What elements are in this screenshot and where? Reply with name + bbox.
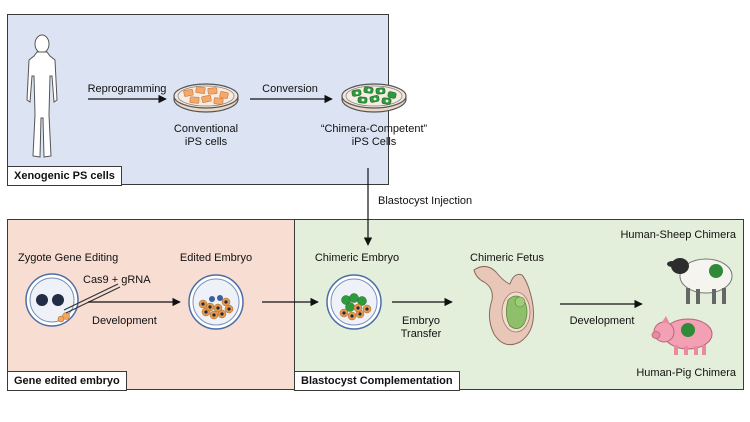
chimeric-fetus-label: Chimeric Fetus	[470, 252, 544, 264]
zygote-icon	[25, 273, 121, 327]
conventional-ips-label-line1: Conventional	[173, 123, 239, 135]
embryo-transfer-label-line1: Embryo	[402, 315, 440, 327]
sheep-icon	[667, 258, 733, 304]
petri-dish-icon	[173, 83, 239, 113]
reprogramming-label: Reprogramming	[87, 83, 167, 95]
xenogenic-panel-label: Xenogenic PS cells	[7, 166, 122, 186]
conversion-label: Conversion	[262, 83, 318, 95]
blastocyst-icon	[188, 274, 244, 330]
edited-embryo-label: Edited Embryo	[179, 252, 253, 264]
cas9-grna-label: Cas9 + gRNA	[83, 274, 151, 286]
petri-dish-icon	[341, 83, 407, 113]
human-silhouette-icon	[26, 34, 58, 158]
chimeric-embryo-label: Chimeric Embryo	[314, 252, 400, 264]
development-label-2: Development	[569, 315, 635, 327]
fetus-icon	[473, 266, 534, 346]
blastocyst-icon	[326, 274, 382, 330]
gene-edited-panel-label: Gene edited embryo	[7, 371, 127, 391]
blastocyst-injection-label: Blastocyst Injection	[378, 195, 473, 207]
zygote-gene-editing-label: Zygote Gene Editing	[18, 252, 119, 264]
pig-icon	[651, 316, 713, 355]
chimera-competent-label-line2: iPS Cells	[351, 136, 397, 148]
embryo-transfer-label-line2: Transfer	[400, 328, 442, 340]
human-pig-chimera-label: Human-Pig Chimera	[636, 367, 736, 379]
chimera-competent-label-line1: “Chimera-Competent”	[320, 123, 428, 135]
conventional-ips-label-line2: iPS cells	[184, 136, 228, 148]
complementation-panel-label: Blastocyst Complementation	[294, 371, 460, 391]
development-label-1: Development	[92, 315, 157, 327]
human-sheep-chimera-label: Human-Sheep Chimera	[620, 229, 736, 241]
